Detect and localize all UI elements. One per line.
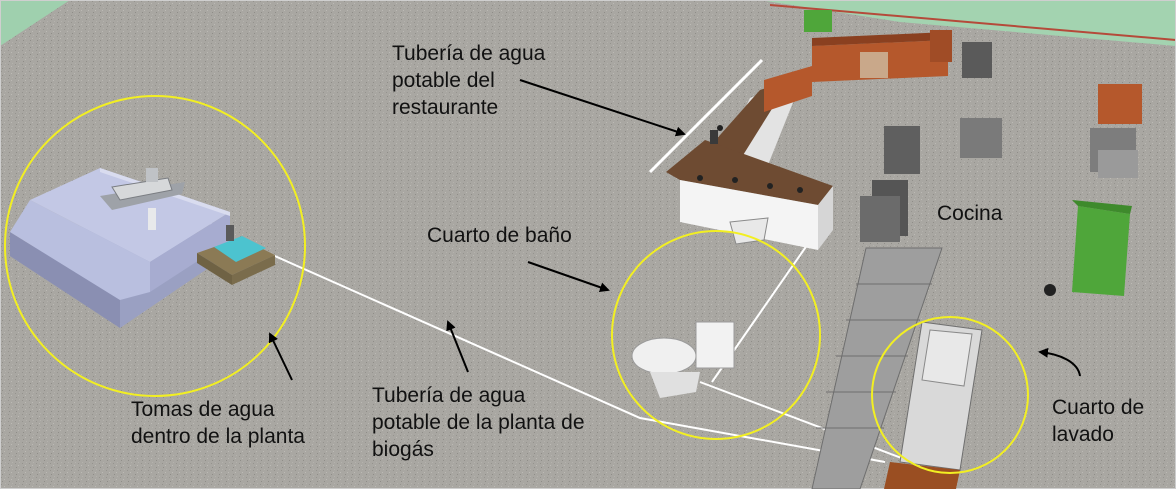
label-cuarto-bano: Cuarto de baño (427, 224, 572, 247)
kitchen-appliances (860, 84, 1142, 242)
lavado-highlight-circle (871, 316, 1029, 474)
restaurant-cabinets (764, 10, 992, 112)
arrow-laundry (1038, 347, 1081, 377)
sink-equipment (100, 168, 185, 230)
label-tuberia-biogas: Tubería de agua potable de la planta de … (372, 384, 585, 461)
arrow-biogas-pipe (446, 320, 469, 373)
label-cocina: Cocina (937, 202, 1003, 225)
arrow-bathroom (527, 261, 610, 293)
arrow-restaurant-pipe (519, 79, 686, 137)
toilet (631, 321, 735, 398)
bano-highlight-circle (611, 230, 821, 440)
label-tomas-agua: Tomas de agua dentro de la planta (131, 398, 305, 448)
label-cuarto-lavado: Cuarto de lavado (1052, 396, 1145, 446)
water-tank (197, 225, 275, 285)
arrow-tomas (268, 332, 293, 381)
washbasin (729, 217, 769, 245)
laundry-tank (884, 321, 983, 489)
tomas-highlight-circle (4, 95, 306, 397)
label-tuberia-restaurante: Tubería de agua potable del restaurante (392, 42, 546, 119)
green-bin (1044, 200, 1132, 296)
annotation-arrows (268, 79, 1081, 381)
